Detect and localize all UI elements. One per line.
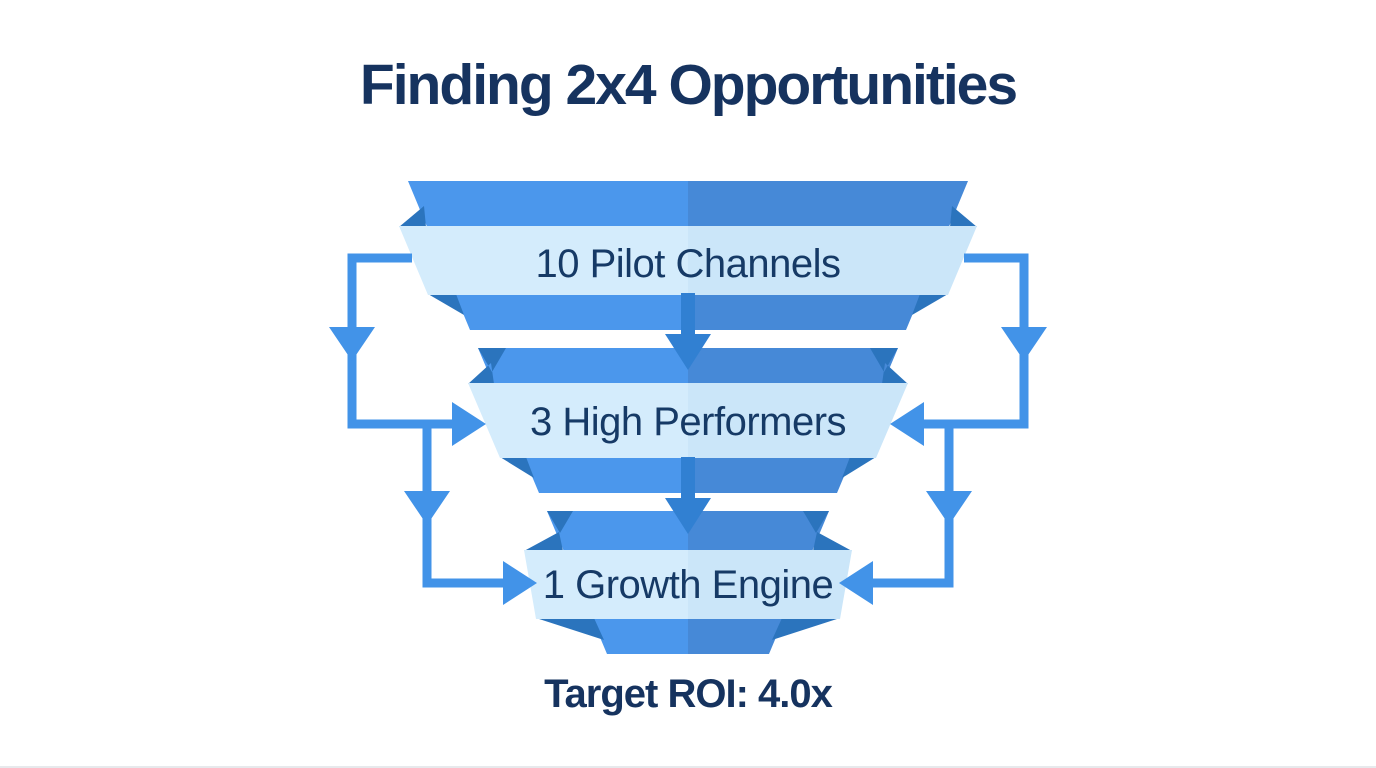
stage-ribbons-right-half <box>688 226 977 619</box>
left-loop-line-2 <box>422 424 526 588</box>
stage-2-label: 3 High Performers <box>530 400 846 444</box>
stage-ribbons-left-half <box>399 226 688 619</box>
arrow-down-icon <box>665 457 711 534</box>
right-loop-arrowheads <box>839 327 1047 605</box>
right-loop-line-2 <box>850 424 954 588</box>
target-roi-label: Target ROI: 4.0x <box>544 672 833 716</box>
bottom-edge-divider <box>0 766 1376 768</box>
page-title: Finding 2x4 Opportunities <box>359 53 1018 117</box>
left-loop-arrowheads <box>329 327 537 605</box>
arrow-down-icon <box>665 293 711 370</box>
stage-3-label: 1 Growth Engine <box>543 563 833 607</box>
stage-1-label: 10 Pilot Channels <box>535 242 840 286</box>
